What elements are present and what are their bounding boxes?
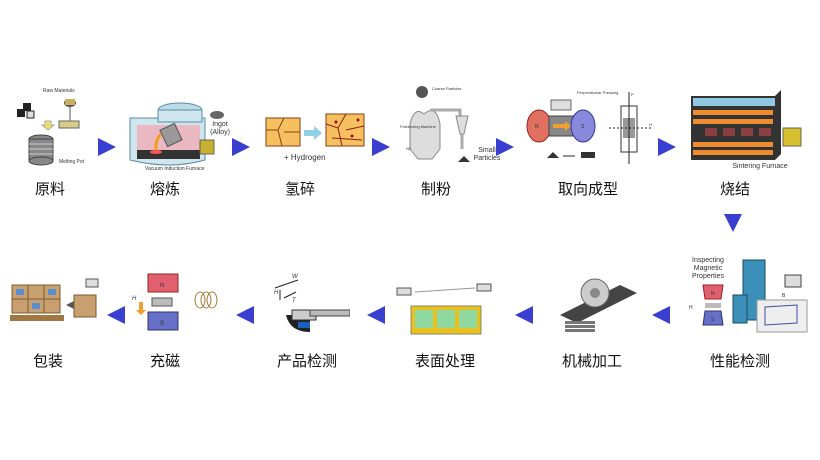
flow-arrow-down — [724, 214, 742, 232]
flow-arrow-left — [515, 306, 533, 324]
caption: S — [711, 317, 715, 323]
machining-illustration — [555, 265, 640, 340]
caption: N2 — [406, 146, 412, 151]
caption: W — [292, 274, 299, 280]
step-label-product-inspection: 产品检测 — [276, 352, 338, 370]
flow-arrow-left — [367, 306, 385, 324]
step-label-surface-treatment: 表面处理 — [414, 352, 476, 370]
product-inspection-illustration: W H T — [270, 270, 350, 340]
flow-arrow-left — [107, 306, 125, 324]
flow-arrow-right — [372, 138, 390, 156]
sintering-furnace-illustration — [685, 90, 805, 162]
step-label-magnetizing: 充磁 — [149, 352, 181, 370]
pulverizing-machine-illustration: Coarse Particles Pulverizing Machine N2 — [400, 84, 495, 174]
caption: T — [292, 298, 297, 304]
caption: Pulverizing Machine — [400, 124, 437, 129]
step-label-raw-materials: 原料 — [34, 180, 66, 198]
vacuum-furnace-illustration: Vacuum Induction Furnace — [125, 100, 225, 180]
caption: P — [631, 92, 634, 97]
caption: H — [689, 305, 693, 311]
step-label-orientation-pressing: 取向成型 — [557, 180, 619, 198]
step-label-machining: 机械加工 — [561, 352, 623, 370]
packaging-illustration — [8, 275, 103, 335]
caption: + Hydrogen — [284, 153, 326, 162]
caption: Raw Materials — [43, 88, 75, 94]
caption: B — [782, 293, 786, 299]
magnetizing-illustration: N S H — [128, 270, 223, 340]
flow-arrow-left — [236, 306, 254, 324]
flow-arrow-right — [496, 138, 514, 156]
step-label-sintering: 烧结 — [719, 180, 751, 198]
step-label-smelting: 熔炼 — [149, 180, 181, 198]
caption-ingot: Ingot (Alloy) — [210, 121, 230, 136]
caption: Coarse Particles — [432, 86, 461, 91]
caption: H — [649, 122, 652, 127]
magnetic-inspection-illustration: N S H B — [685, 255, 815, 340]
caption: S — [581, 124, 585, 130]
flow-arrow-right — [98, 138, 116, 156]
flow-arrow-right — [232, 138, 250, 156]
caption-small-particles: Small Particles — [473, 147, 501, 162]
step-label-pulverizing: 制粉 — [420, 180, 452, 198]
caption: N — [160, 283, 164, 289]
caption: N — [535, 124, 539, 130]
caption: H — [132, 296, 137, 302]
caption: Vacuum Induction Furnace — [145, 166, 205, 172]
caption-sintering-furnace: Sintering Furnace — [732, 163, 788, 170]
caption: H — [274, 290, 279, 296]
caption: Melting Pot — [59, 159, 85, 165]
caption: S — [160, 321, 164, 327]
raw-materials-illustration: Raw Materials Melting Pot — [15, 85, 90, 170]
flow-arrow-right — [658, 138, 676, 156]
step-label-hydrogen-decrepitation: 氢碎 — [284, 180, 316, 198]
orientation-pressing-illustration: N S Perpendicular Pressing P H — [525, 86, 655, 171]
step-label-property-inspection: 性能检测 — [709, 352, 771, 370]
caption: N — [711, 291, 715, 297]
caption-inspecting-magnetic-properties: Inspecting Magnetic Properties — [692, 257, 724, 280]
surface-treatment-illustration — [395, 280, 495, 345]
flow-arrow-left — [652, 306, 670, 324]
caption: Perpendicular Pressing — [577, 90, 618, 95]
hydrogen-decrepitation-illustration: + Hydrogen — [262, 110, 372, 170]
step-label-packaging: 包装 — [32, 352, 64, 370]
